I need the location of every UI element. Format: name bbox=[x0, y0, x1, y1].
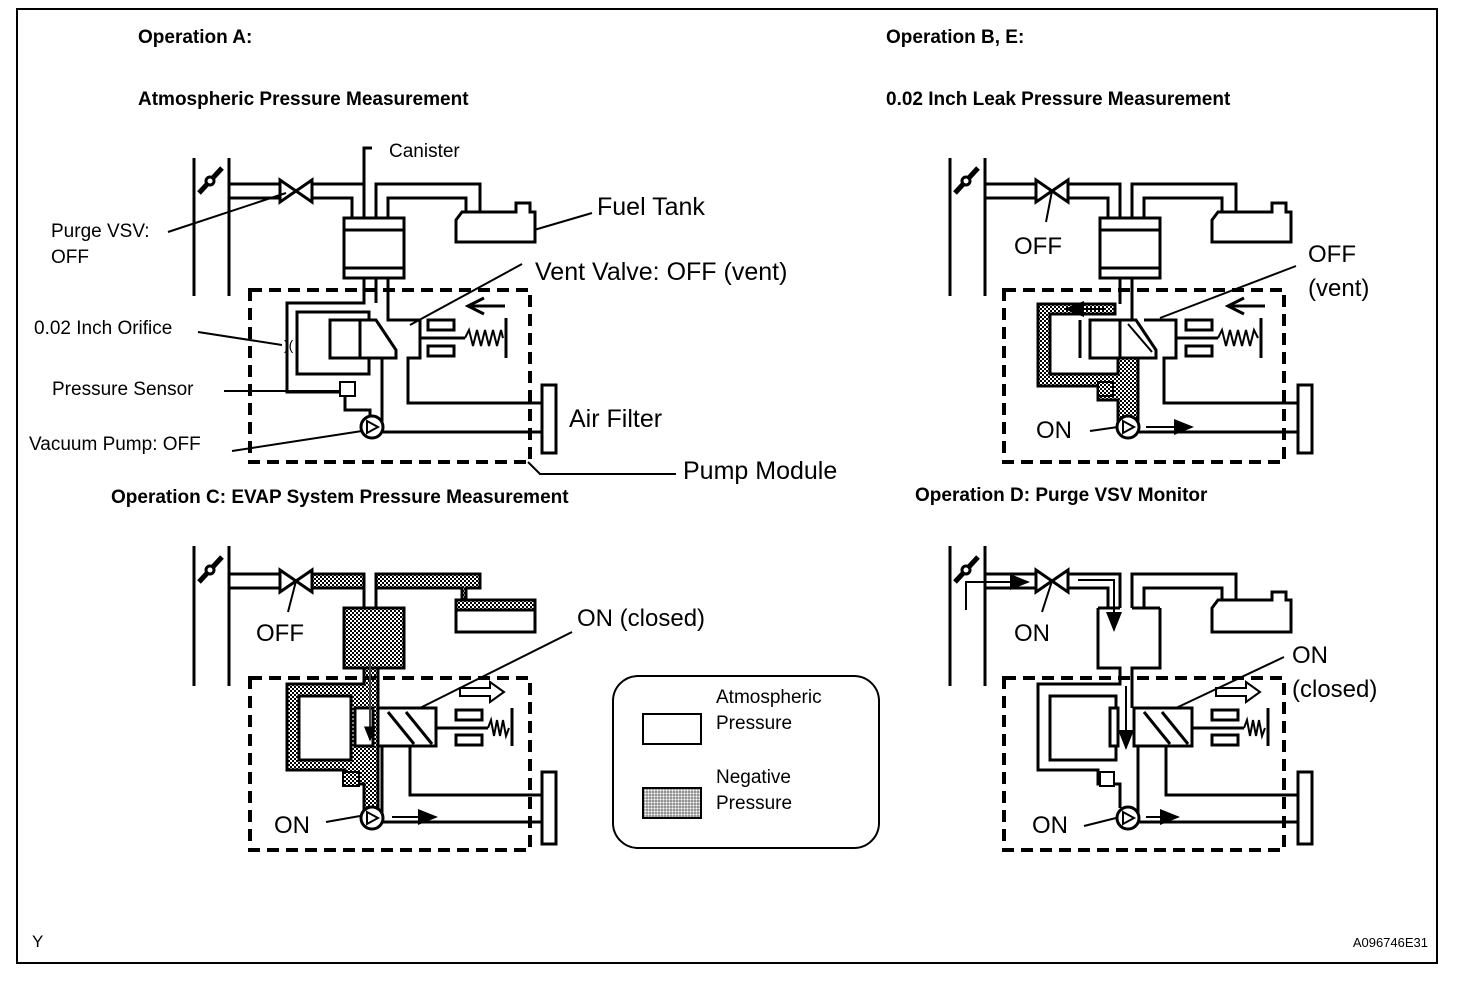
legend-label-negative: Negative Pressure bbox=[716, 767, 793, 814]
purge-vsv-state-b: OFF bbox=[1014, 233, 1062, 260]
panel-c-title: Operation C: EVAP System Pressure Measur… bbox=[111, 487, 569, 508]
panel-b-diagram bbox=[948, 158, 1314, 464]
panel-b-title: Operation B, E: bbox=[886, 27, 1025, 48]
pump-module-label: Pump Module bbox=[683, 457, 838, 485]
purge-vsv-state-a: OFF bbox=[51, 247, 89, 268]
legend-label-atmospheric: Atmospheric Pressure bbox=[716, 687, 822, 734]
vent-valve-label: Vent Valve: OFF (vent) bbox=[535, 258, 788, 286]
panel-a-diagram: )( bbox=[167, 146, 676, 475]
svg-text:)(: )( bbox=[284, 337, 294, 353]
pump-state-c: ON bbox=[274, 812, 310, 839]
panel-c-diagram bbox=[192, 546, 573, 852]
vent-valve-state-b: OFF bbox=[1308, 241, 1356, 268]
purge-vsv-state-d: ON bbox=[1014, 620, 1050, 647]
figure-frame bbox=[16, 8, 1438, 964]
vacuum-pump-label: Vacuum Pump: OFF bbox=[29, 434, 201, 455]
canister-label: Canister bbox=[389, 141, 460, 162]
fuel-tank-label: Fuel Tank bbox=[597, 193, 705, 221]
legend-swatch-atmospheric bbox=[642, 713, 702, 745]
panel-d-title: Operation D: Purge VSV Monitor bbox=[915, 485, 1208, 506]
vent-valve-mode-b: (vent) bbox=[1308, 275, 1370, 302]
legend: Atmospheric Pressure Negative Pressure bbox=[612, 675, 880, 849]
panel-a-subtitle: Atmospheric Pressure Measurement bbox=[138, 89, 469, 110]
vent-valve-mode-d: (closed) bbox=[1292, 676, 1378, 703]
purge-vsv-state-c: OFF bbox=[256, 620, 304, 647]
pressure-sensor-label: Pressure Sensor bbox=[52, 379, 194, 400]
legend-swatch-negative bbox=[642, 787, 702, 819]
purge-vsv-label: Purge VSV: bbox=[51, 221, 150, 242]
panel-a-title: Operation A: bbox=[138, 27, 253, 48]
pump-state-b: ON bbox=[1036, 417, 1072, 444]
air-filter-label: Air Filter bbox=[569, 405, 663, 433]
orifice-label: 0.02 Inch Orifice bbox=[34, 318, 173, 339]
panel-d-diagram bbox=[948, 546, 1314, 852]
panel-b-subtitle: 0.02 Inch Leak Pressure Measurement bbox=[886, 89, 1231, 110]
figure-code: A096746E31 bbox=[1352, 935, 1428, 950]
page-mark: Y bbox=[32, 932, 44, 951]
vent-valve-state-d: ON bbox=[1292, 642, 1328, 669]
vent-valve-state-c: ON (closed) bbox=[577, 605, 706, 632]
pump-state-d: ON bbox=[1032, 812, 1068, 839]
